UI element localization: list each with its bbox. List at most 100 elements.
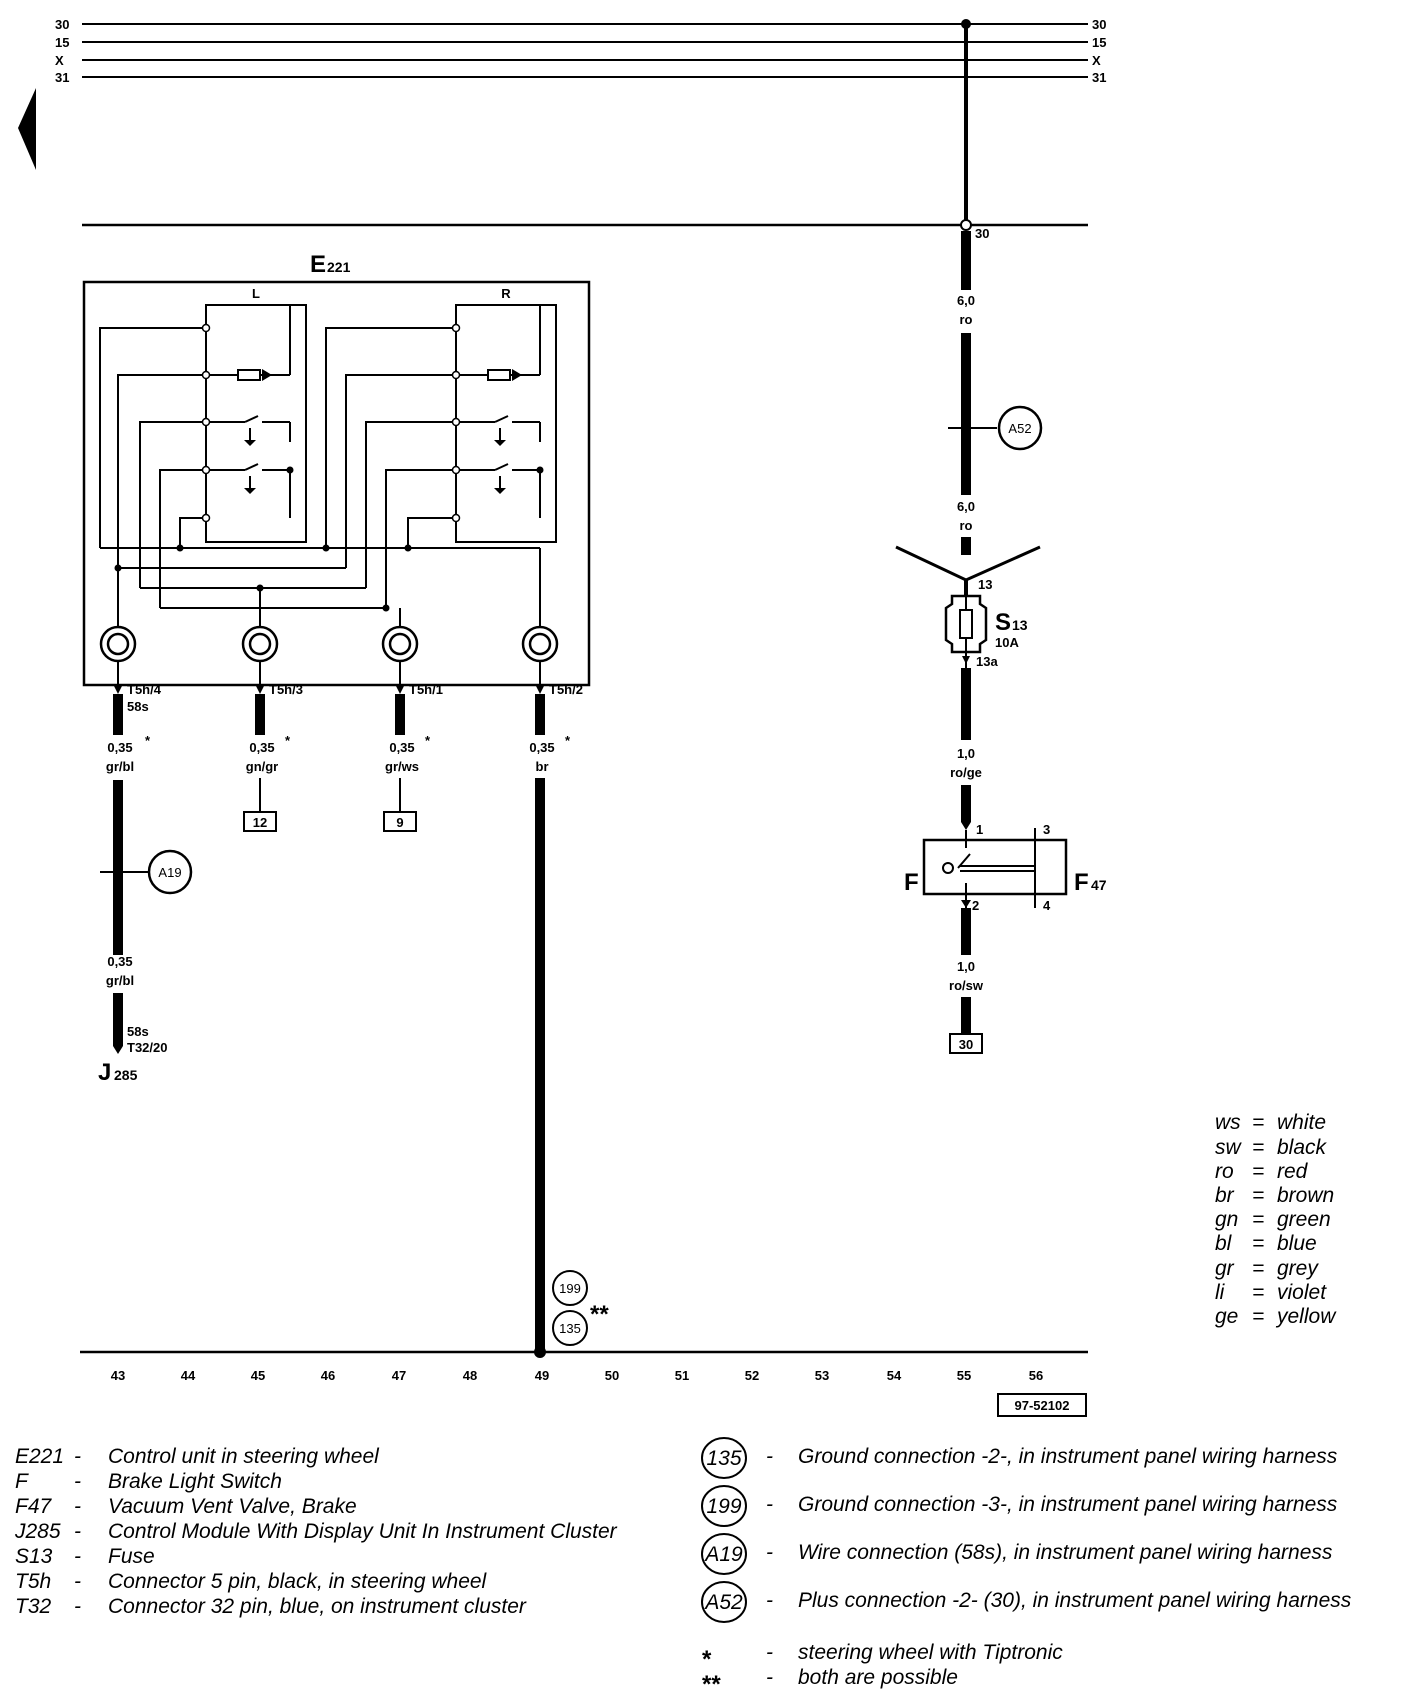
legend-desc: Fuse	[108, 1545, 155, 1568]
track-numbers: 43 44 45 46 47 48 49 50 51 52 53 54 55 5…	[111, 1368, 1043, 1383]
legend-dash: -	[766, 1589, 773, 1612]
ground-double-mark: **	[590, 1301, 609, 1328]
supply-branch: 6,0 ro A52 6,0 ro 13	[895, 231, 1043, 596]
ground-199-label: 199	[559, 1281, 581, 1296]
legend-code: T32	[15, 1595, 52, 1618]
power-rails: 30 15 X 31 30 15 X 31	[18, 17, 1106, 170]
t5h3-mark: *	[285, 733, 291, 748]
legend-connection-desc: Ground connection -3-, in instrument pan…	[798, 1493, 1338, 1516]
legend-dash: -	[74, 1595, 81, 1618]
color-name: red	[1277, 1160, 1309, 1183]
color-name: violet	[1277, 1281, 1327, 1304]
rail-label-left-x: X	[55, 53, 64, 68]
j285-wire-size: 0,35	[107, 954, 132, 969]
switch-pin-2: 2	[972, 898, 979, 913]
t5h2-color: br	[536, 759, 549, 774]
component-legend: E221 - Control unit in steering wheel F …	[14, 1445, 618, 1618]
t5h4-mark: *	[145, 733, 151, 748]
ground-199-badge	[552, 1270, 588, 1306]
color-name: brown	[1277, 1184, 1334, 1207]
legend-connection-code: A52	[703, 1591, 743, 1614]
connection-a19-badge	[147, 849, 193, 895]
fuse-s13-sub: 13	[1012, 617, 1028, 633]
color-eq: =	[1252, 1305, 1264, 1328]
junction-30-node	[960, 219, 972, 231]
legend-dash: -	[766, 1666, 773, 1689]
color-code: sw	[1215, 1136, 1243, 1159]
rail-label-right-15: 15	[1092, 35, 1106, 50]
legend-desc: Brake Light Switch	[108, 1470, 282, 1493]
previous-page-arrow-icon[interactable]	[18, 88, 36, 170]
legend-dash: -	[766, 1493, 773, 1516]
t5h4-tag: 58s	[127, 699, 149, 714]
fuse-s13-name: S	[995, 609, 1011, 636]
ground-135-label: 135	[559, 1321, 581, 1336]
switch-pin-1: 1	[976, 822, 983, 837]
legend-connection-desc: Ground connection -2-, in instrument pan…	[798, 1445, 1338, 1468]
connection-legend: 135 - Ground connection -2-, in instrume…	[701, 1437, 1352, 1698]
ground-135-badge	[552, 1310, 588, 1346]
color-name: yellow	[1275, 1305, 1337, 1328]
track-54: 54	[887, 1368, 902, 1383]
legend-code: T5h	[15, 1570, 51, 1593]
switch-pin-3: 3	[1043, 822, 1050, 837]
t5h4-label: T5h/4	[127, 682, 162, 697]
t5h3-label: T5h/3	[269, 682, 303, 697]
color-name: grey	[1277, 1257, 1319, 1280]
t5h1-color: gr/ws	[385, 759, 419, 774]
wire-t5h2: T5h/2 0,35 * br 199 135 **	[529, 660, 609, 1358]
legend-code: S13	[15, 1545, 53, 1568]
t5h1-ref: 9	[396, 815, 403, 830]
j285-name: J	[98, 1059, 111, 1086]
legend-connection-code: 135	[706, 1447, 741, 1470]
connection-a52-badge	[997, 405, 1043, 451]
track-47: 47	[392, 1368, 406, 1383]
color-eq: =	[1252, 1136, 1264, 1159]
legend-code: F	[15, 1470, 29, 1493]
color-name: green	[1277, 1208, 1331, 1231]
legend-dash: -	[74, 1545, 81, 1568]
color-code: li	[1215, 1281, 1226, 1304]
rail-label-left-31: 31	[55, 70, 69, 85]
j285-wire-color: gr/bl	[106, 973, 134, 988]
wire-size-1-fuse: 1,0	[957, 746, 975, 761]
track-44: 44	[181, 1368, 196, 1383]
track-52: 52	[745, 1368, 759, 1383]
legend-dash: -	[74, 1495, 81, 1518]
rail-label-right-x: X	[1092, 53, 1101, 68]
wire-t5h1: T5h/1 0,35 * gr/ws 9	[383, 660, 443, 832]
legend-dash: -	[74, 1470, 81, 1493]
t5h1-label: T5h/1	[409, 682, 443, 697]
t5h3-color: gn/gr	[246, 759, 279, 774]
switch-f47-name: F	[1074, 869, 1089, 896]
main-30-label: 30	[975, 226, 989, 241]
color-eq: =	[1252, 1281, 1264, 1304]
legend-desc: Connector 5 pin, black, in steering whee…	[108, 1570, 488, 1593]
rail-label-left-30: 30	[55, 17, 69, 32]
color-code: gr	[1215, 1257, 1235, 1280]
t5h2-mark: *	[565, 733, 571, 748]
wire-color-rosw: ro/sw	[949, 978, 984, 993]
color-eq: =	[1252, 1257, 1264, 1280]
color-code: br	[1215, 1184, 1235, 1207]
color-code: ws	[1215, 1111, 1241, 1134]
color-name: white	[1277, 1111, 1326, 1134]
t5h3-size: 0,35	[249, 740, 274, 755]
switch-f-name: F	[904, 869, 919, 896]
note-desc: steering wheel with Tiptronic	[798, 1641, 1063, 1664]
e221-name: E	[310, 251, 326, 278]
note-desc: both are possible	[798, 1666, 958, 1689]
rail-label-left-15: 15	[55, 35, 69, 50]
junction-30-top	[961, 19, 971, 29]
color-eq: =	[1252, 1208, 1264, 1231]
e221-sub: 221	[327, 259, 351, 275]
fuse-s13-rating: 10A	[995, 635, 1019, 650]
fuse-to-switch-wire: 1,0 ro/ge	[950, 668, 982, 830]
legend-dash: -	[766, 1541, 773, 1564]
j285-sub: 285	[114, 1067, 138, 1083]
t5h3-ref: 12	[253, 815, 267, 830]
t5h1-mark: *	[425, 733, 431, 748]
switch-pin-4: 4	[1043, 898, 1051, 913]
track-55: 55	[957, 1368, 971, 1383]
